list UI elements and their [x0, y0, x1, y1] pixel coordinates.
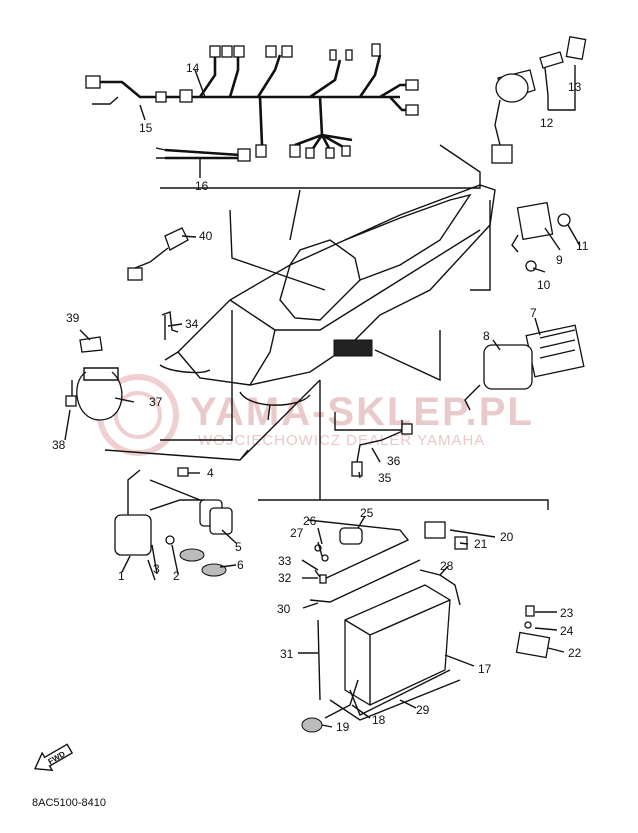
callout-11: 11: [576, 239, 589, 253]
callout-6: 6: [237, 558, 244, 572]
callout-20: 20: [500, 530, 514, 544]
callout-22: 22: [568, 646, 582, 660]
fwd-arrow: FWD: [33, 743, 74, 772]
callout-10: 10: [537, 278, 551, 292]
callout-4: 4: [207, 466, 214, 480]
watermark-subtext: WOJCIECHOWICZ DEALER YAMAHA: [198, 432, 485, 449]
rectifier-9: [511, 201, 571, 272]
callout-14: 14: [186, 61, 200, 75]
callout-12: 12: [540, 116, 554, 130]
callout-19: 19: [336, 720, 350, 734]
callout-17: 17: [478, 662, 492, 676]
callout-30: 30: [277, 602, 291, 616]
callout-31: 31: [280, 647, 294, 661]
callout-40: 40: [199, 229, 213, 243]
callout-1: 1: [118, 569, 125, 583]
main-switch: [491, 36, 587, 164]
callout-38: 38: [52, 438, 66, 452]
callout-29: 29: [416, 703, 430, 717]
callout-28: 28: [440, 559, 454, 573]
callout-36: 36: [387, 454, 401, 468]
callout-25: 25: [360, 506, 374, 520]
snowmobile-body: [159, 184, 496, 421]
callout-26: 26: [303, 514, 317, 528]
callout-13: 13: [568, 80, 582, 94]
callout-18: 18: [372, 713, 386, 727]
callout-9: 9: [556, 253, 563, 267]
strap-37: [65, 336, 123, 421]
relay-40: [127, 227, 189, 281]
callout-21: 21: [474, 537, 488, 551]
callout-3: 3: [153, 562, 160, 576]
callout-33: 33: [278, 554, 292, 568]
callout-27: 27: [290, 526, 304, 540]
wire-harness: [85, 43, 419, 159]
callout-35: 35: [378, 471, 392, 485]
sub-harness: [155, 147, 251, 162]
battery-assembly: [301, 519, 551, 733]
callout-34: 34: [185, 317, 199, 331]
watermark-text: YAMA-SKLEP.PL: [190, 390, 534, 434]
callout-24: 24: [560, 624, 574, 638]
callout-7: 7: [530, 306, 537, 320]
diagram-code: 8AC5100-8410: [32, 797, 106, 809]
callout-39: 39: [66, 311, 80, 325]
callout-23: 23: [560, 606, 574, 620]
watermark: YAMA-SKLEP.PL WOJCIECHOWICZ DEALER YAMAH…: [97, 374, 534, 456]
callout-leaders: [64, 65, 581, 728]
callout-8: 8: [483, 329, 490, 343]
callout-labels: 14 15 16 12 13 11 9 10 7 8 40 34 39 37 3…: [52, 61, 589, 734]
sensor: [351, 423, 413, 477]
bracket-34: [161, 311, 179, 340]
cdi-unit: [464, 324, 585, 411]
callout-5: 5: [235, 540, 242, 554]
callout-32: 32: [278, 571, 292, 585]
callout-37: 37: [149, 395, 163, 409]
callout-2: 2: [173, 569, 180, 583]
ignition-coil: [114, 467, 233, 581]
callout-16: 16: [195, 179, 209, 193]
callout-15: 15: [139, 121, 153, 135]
